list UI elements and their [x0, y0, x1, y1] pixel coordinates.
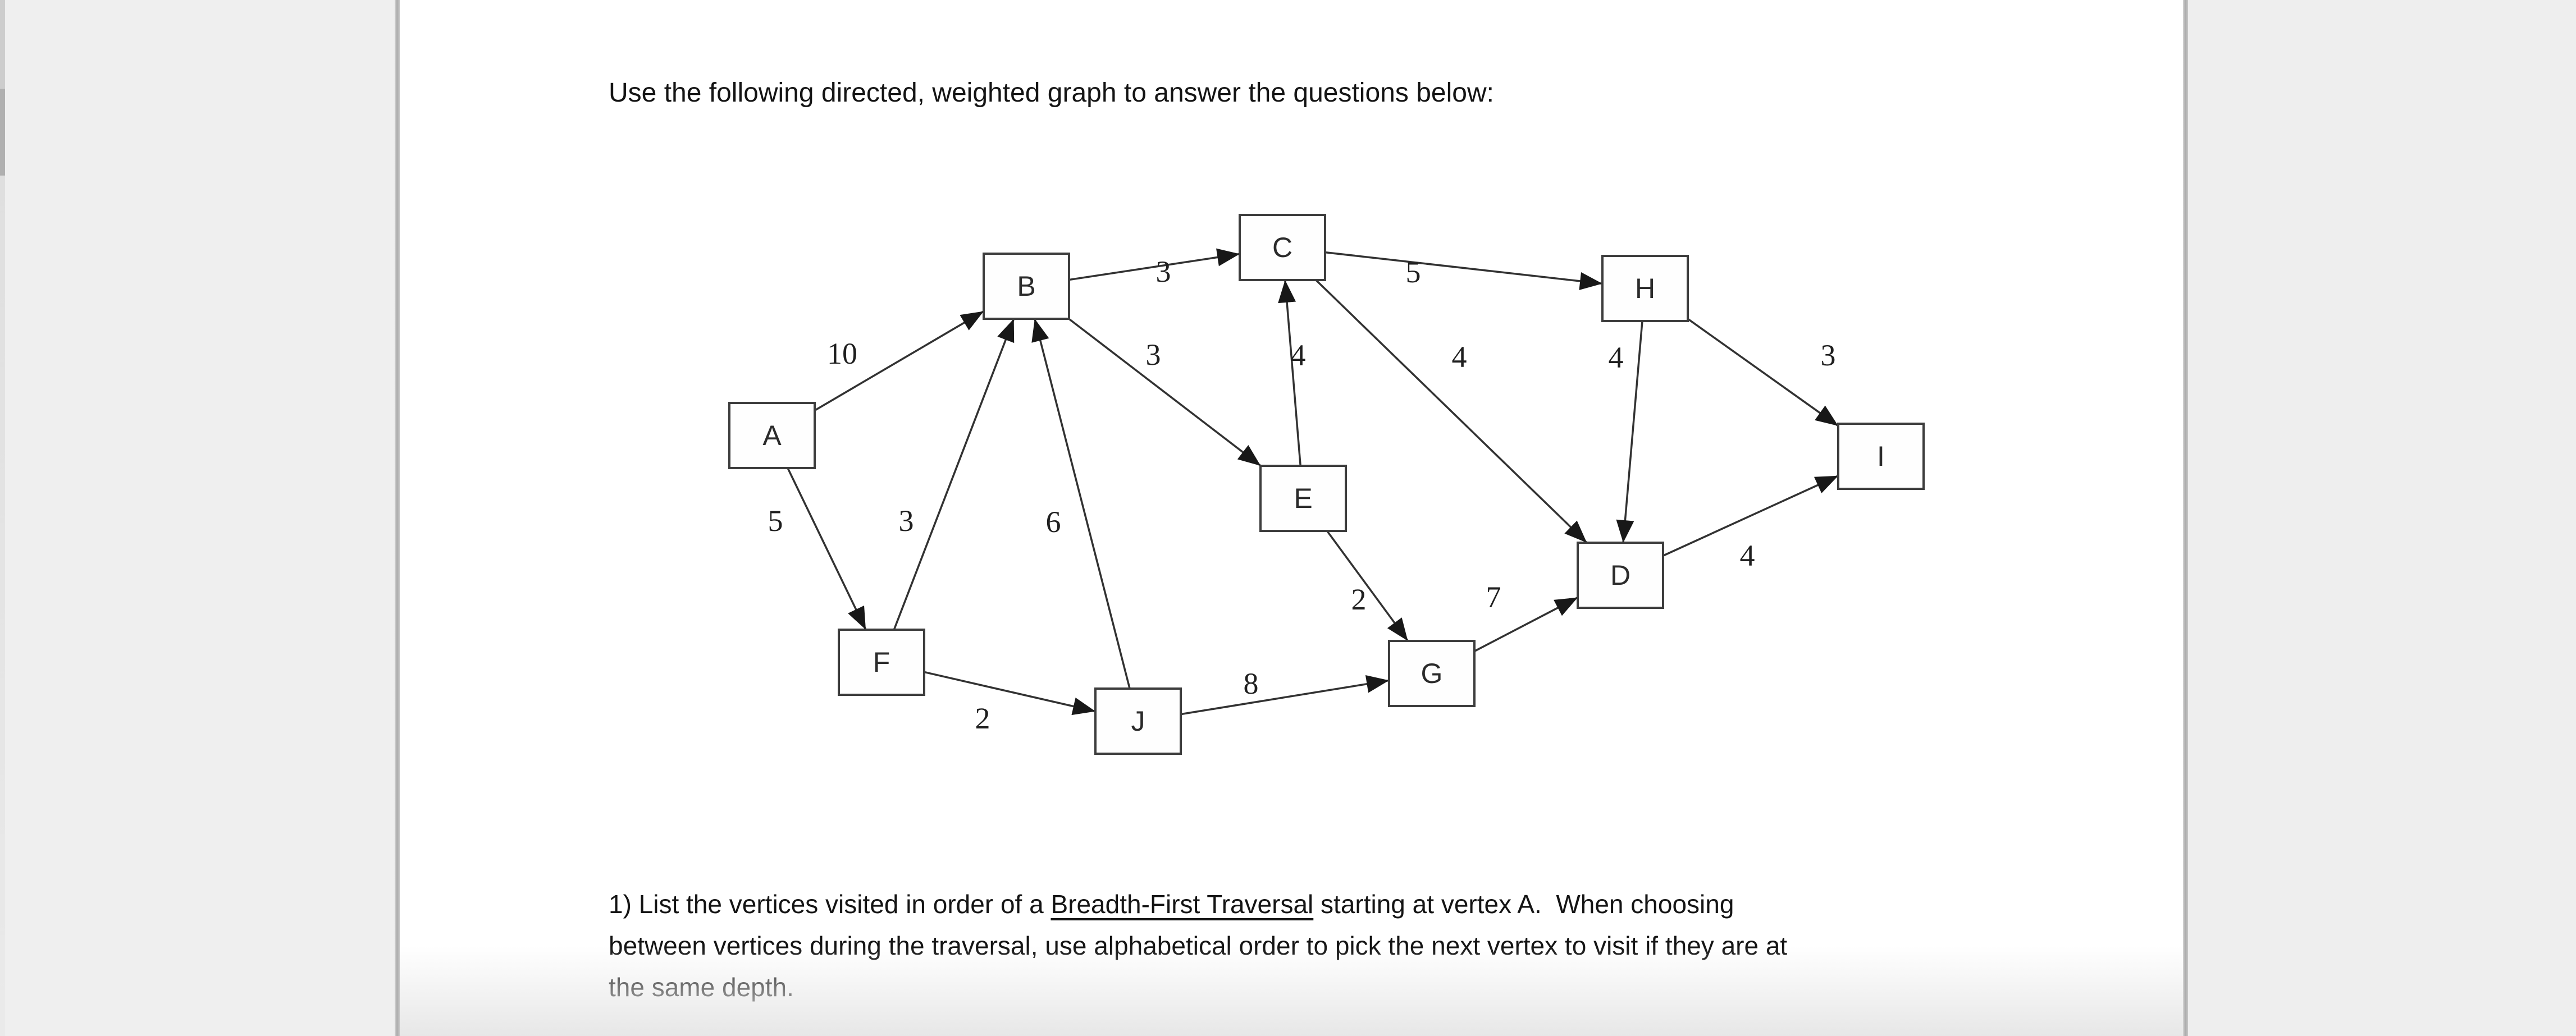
right-gray-panel	[2188, 0, 2576, 1036]
question-segment: the same depth.	[609, 973, 794, 1002]
underlined-term: Breadth-First Traversal	[1051, 890, 1314, 919]
instructions-text: Use the following directed, weighted gra…	[609, 78, 1494, 108]
question-line: 1) List the vertices visited in order of…	[609, 883, 2125, 925]
left-scrollbar-strip	[0, 0, 5, 1036]
right-page-divider	[2183, 0, 2188, 1036]
question-text: 1) List the vertices visited in order of…	[609, 883, 2125, 1008]
question-segment: starting at vertex A. When choosing	[1313, 890, 1734, 919]
question-line: the same depth.	[609, 966, 2125, 1008]
question-segment: between vertices during the traversal, u…	[609, 931, 1788, 960]
question-segment: 1) List the vertices visited in order of…	[609, 890, 1051, 919]
left-page-divider	[395, 0, 400, 1036]
question-line: between vertices during the traversal, u…	[609, 925, 2125, 966]
document-page	[400, 0, 2183, 1036]
left-gray-panel	[5, 0, 395, 1036]
